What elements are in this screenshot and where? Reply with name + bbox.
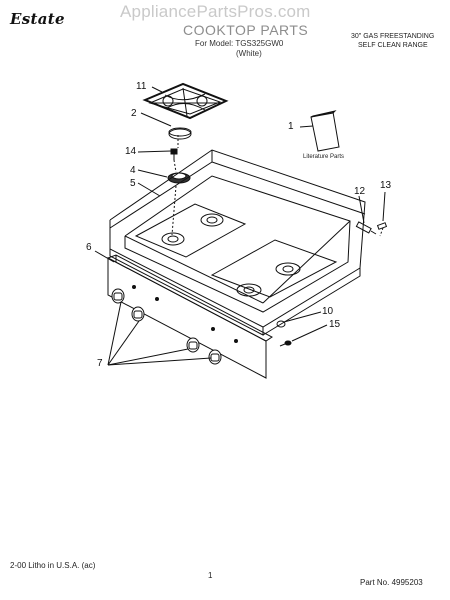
callout-2: 2 bbox=[131, 108, 137, 119]
page-title: COOKTOP PARTS bbox=[183, 22, 309, 38]
callout-12: 12 bbox=[354, 186, 366, 197]
pin-12 bbox=[355, 221, 377, 235]
callout-11: 11 bbox=[136, 81, 147, 92]
callout-7: 7 bbox=[97, 358, 103, 369]
callout-6: 6 bbox=[86, 242, 92, 253]
control-panel-strip bbox=[106, 254, 273, 379]
range-description-line2: SELF CLEAN RANGE bbox=[358, 42, 428, 49]
callout-4: 4 bbox=[130, 165, 136, 176]
screw-13 bbox=[376, 222, 388, 237]
callout-1: 1 bbox=[288, 121, 294, 132]
callout-5: 5 bbox=[130, 178, 136, 189]
burner-cap bbox=[168, 128, 192, 140]
literature-parts bbox=[310, 110, 340, 152]
watermark: AppliancePartsPros.com bbox=[120, 2, 311, 21]
control-knobs bbox=[111, 288, 222, 365]
spark-igniter bbox=[170, 148, 178, 160]
part-number: Part No. 4995203 bbox=[360, 578, 423, 587]
callout-10: 10 bbox=[322, 306, 334, 317]
clip bbox=[276, 320, 286, 328]
literature-parts-label: Literature Parts bbox=[303, 154, 345, 160]
brand-logo: Estate bbox=[10, 10, 65, 28]
page-number: 1 bbox=[208, 571, 213, 580]
litho-note: 2-00 Litho in U.S.A. (ac) bbox=[10, 561, 96, 570]
cooktop-panel bbox=[109, 149, 366, 336]
screw-15 bbox=[279, 340, 292, 347]
callout-14: 14 bbox=[125, 146, 137, 157]
color-line: (White) bbox=[236, 49, 262, 58]
callout-13: 13 bbox=[380, 180, 392, 191]
range-description-line1: 30" GAS FREESTANDING bbox=[351, 33, 435, 40]
callout-15: 15 bbox=[329, 319, 341, 330]
model-line: For Model: TGS325GW0 bbox=[195, 39, 284, 48]
burner-grate bbox=[142, 82, 229, 120]
